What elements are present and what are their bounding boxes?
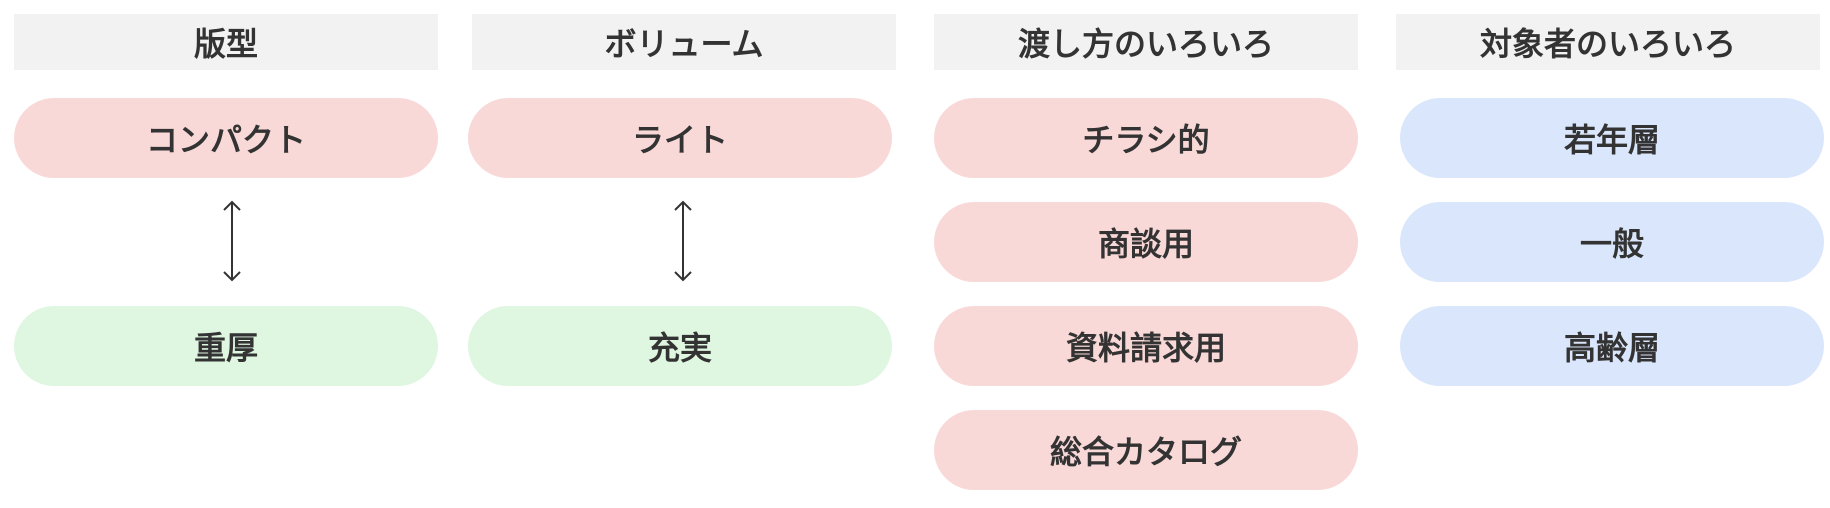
column-header-target: 対象者のいろいろ: [1396, 14, 1820, 70]
double-arrow-icon: [671, 199, 695, 283]
pill-compact: コンパクト: [14, 98, 438, 178]
pill-light: ライト: [468, 98, 892, 178]
column-header-volume: ボリューム: [472, 14, 896, 70]
pill-full: 充実: [468, 306, 892, 386]
pill-heavy: 重厚: [14, 306, 438, 386]
pill-general: 一般: [1400, 202, 1824, 282]
pill-catalog: 総合カタログ: [934, 410, 1358, 490]
pill-elderly: 高齢層: [1400, 306, 1824, 386]
pill-young: 若年層: [1400, 98, 1824, 178]
double-arrow-icon: [220, 199, 244, 283]
column-header-format: 版型: [14, 14, 438, 70]
pill-business: 商談用: [934, 202, 1358, 282]
pill-request: 資料請求用: [934, 306, 1358, 386]
column-header-delivery: 渡し方のいろいろ: [934, 14, 1358, 70]
pill-flyer: チラシ的: [934, 98, 1358, 178]
